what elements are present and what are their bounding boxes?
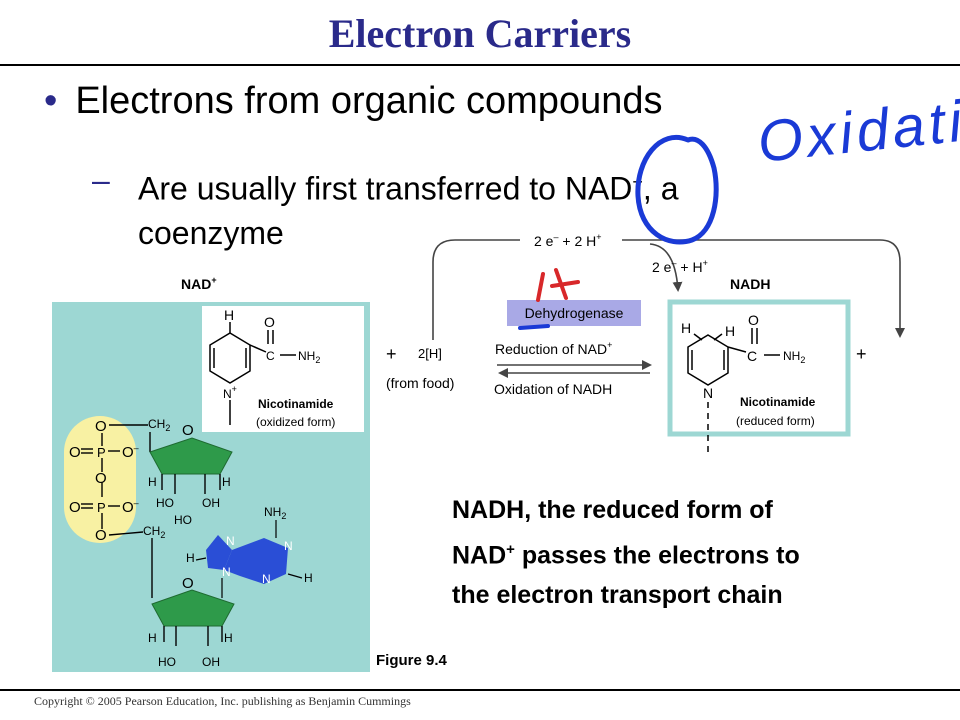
nadh-label: NADH [730, 276, 770, 292]
atom-n-plus: N+ [223, 384, 237, 401]
oxidized-form-label: (oxidized form) [256, 415, 335, 429]
svg-text:C: C [747, 348, 757, 364]
bullet-1-text: Electrons from organic compounds [75, 80, 663, 122]
ribose-upper-o: O [182, 422, 194, 439]
enzyme-label: Dehydrogenase [525, 305, 624, 321]
svg-text:N: N [262, 572, 271, 586]
summary-line-2: NAD+ passes the electrons to [452, 541, 800, 570]
svg-text:O: O [69, 499, 81, 516]
svg-text:HO: HO [156, 496, 174, 510]
reduction-label: Reduction of NAD+ [495, 340, 612, 357]
reaction-arrows [432, 239, 905, 378]
oxidation-label: Oxidation of NADH [494, 381, 612, 397]
nicotinamide-label-reduced: Nicotinamide [740, 395, 816, 409]
svg-text:O: O [95, 470, 107, 487]
svg-text:N: N [703, 385, 713, 401]
svg-text:O: O [95, 527, 107, 544]
title-divider [0, 64, 960, 66]
svg-text:OH: OH [202, 655, 220, 669]
svg-text:O: O [748, 312, 759, 328]
from-food-label: (from food) [386, 375, 454, 391]
svg-text:NH2: NH2 [783, 349, 805, 365]
dihydropyridine-ring [687, 328, 780, 452]
dehydrogenase-box [507, 300, 641, 326]
reduced-form-label: (reduced form) [736, 414, 815, 428]
nicotinamide-oxidized-box [202, 306, 364, 432]
svg-text:H: H [681, 320, 691, 336]
electrons-top: 2 e– + 2 H+ [534, 232, 602, 249]
group-nh2: NH2 [298, 349, 320, 365]
bullet-dot: • [44, 80, 58, 122]
nad-label: NAD+ [181, 275, 217, 292]
nicotinamide-reduced-box [667, 299, 851, 437]
two-h-label: 2[H] [418, 346, 442, 361]
bullet-1: • Electrons from organic compounds [44, 80, 662, 123]
summary-line-1: NADH, the reduced form of [452, 496, 773, 524]
svg-text:P: P [97, 445, 106, 460]
atom-h: H [224, 307, 234, 323]
svg-text:NH2: NH2 [264, 505, 286, 521]
nicotinamide-label: Nicotinamide [258, 397, 334, 411]
atom-c: C [266, 349, 275, 363]
plus-right: + [856, 344, 867, 364]
atom-o: O [264, 314, 275, 330]
svg-text:H: H [725, 323, 735, 339]
svg-text:H: H [186, 551, 195, 565]
footer-divider [0, 689, 960, 691]
ch2-upper: CH2 [148, 417, 170, 433]
svg-text:OH: OH [202, 496, 220, 510]
ch2-lower: CH2 [143, 524, 165, 540]
svg-text:O–: O– [122, 443, 139, 461]
bullet-2: Are usually first transferred to NAD+, a… [138, 160, 798, 255]
svg-text:H: H [148, 631, 157, 645]
svg-text:H: H [222, 475, 231, 489]
handwritten-oxidation: Oxidation [755, 81, 960, 175]
handwriting-annotations [518, 135, 719, 330]
electrons-right: 2 e– + H+ [652, 258, 708, 275]
svg-text:N: N [222, 565, 231, 579]
svg-text:HO: HO [174, 513, 192, 527]
bullet-2-text-post: , a coenzyme [138, 170, 679, 251]
svg-text:N: N [284, 539, 293, 553]
svg-text:O–: O– [122, 498, 139, 516]
svg-text:N: N [226, 534, 235, 548]
nadh-summary: NADH, the reduced form of NAD+ passes th… [452, 490, 922, 615]
pyridinium-ring [209, 322, 296, 425]
bullet-2-text-pre: Are usually first transferred to NAD [138, 170, 633, 207]
svg-text:P: P [97, 500, 106, 515]
summary-line-3: the electron transport chain [452, 581, 783, 610]
phosphate-group: O O P O– O O P O– O [64, 416, 148, 544]
ribose-lower [151, 589, 235, 627]
svg-text:H: H [304, 571, 313, 585]
svg-text:H: H [148, 475, 157, 489]
bullet-2-dash: – [92, 162, 110, 198]
ribose-lower-o: O [182, 575, 194, 592]
svg-text:HO: HO [158, 655, 176, 669]
figure-label: Figure 9.4 [376, 652, 447, 669]
adenine-base: N N N N NH2 H H [186, 505, 313, 586]
ribose-upper [149, 437, 233, 475]
copyright: Copyright © 2005 Pearson Education, Inc.… [34, 694, 411, 708]
plus-left: + [386, 344, 397, 364]
svg-text:H: H [224, 631, 233, 645]
svg-text:O: O [95, 418, 107, 435]
svg-text:O: O [69, 444, 81, 461]
slide-title: Electron Carriers [328, 11, 632, 56]
